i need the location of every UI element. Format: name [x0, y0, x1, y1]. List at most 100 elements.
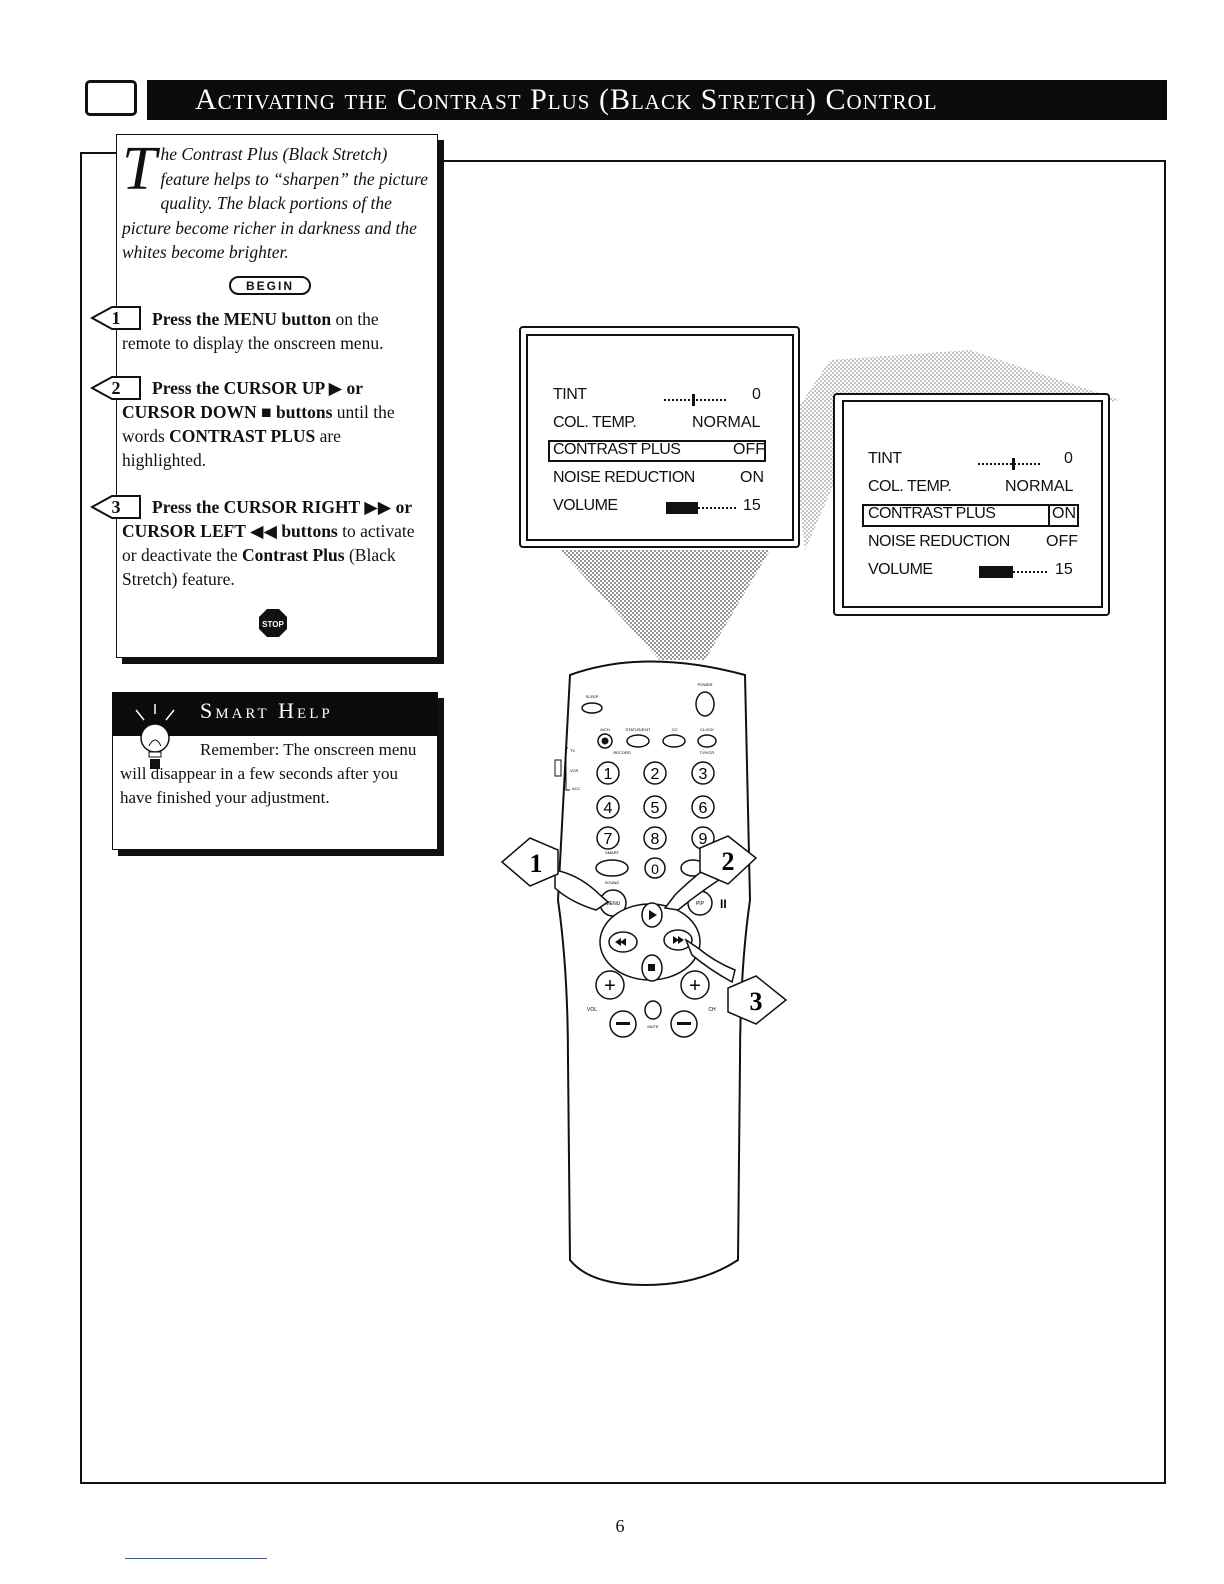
menu-after-noise-value: OFF: [1046, 533, 1078, 550]
power-button: [695, 691, 715, 717]
mute-button: [644, 1000, 662, 1020]
intro-dropcap: T: [122, 135, 157, 203]
menu-before-volume-bar: [666, 502, 738, 514]
step-3-number: 3: [111, 497, 121, 517]
ch-label: CH: [708, 1007, 716, 1013]
menu-after-tint-label: TINT: [868, 450, 902, 467]
menu-before-coltemp-label: COL. TEMP.: [553, 414, 637, 431]
step-3-rest-a: to activate or deactivate the: [122, 521, 415, 565]
vol-label: VOL: [587, 1007, 597, 1013]
menu-after-coltemp-value: NORMAL: [1005, 478, 1074, 495]
channel-up-button: [680, 970, 710, 1000]
step-2-rest-a: until the words: [122, 402, 395, 446]
menu-before-coltemp-value: NORMAL: [692, 414, 761, 431]
digit-7: 7: [604, 831, 613, 848]
digit-1: 1: [604, 766, 613, 783]
menu-after-volume-bar: [979, 566, 1049, 578]
page-number: 6: [615, 1516, 625, 1536]
menu-after-contrast-label: CONTRAST PLUS: [868, 505, 996, 522]
callout-3-icon: [727, 975, 788, 1025]
svg-text:+: +: [689, 975, 701, 997]
vcr-label: VCR: [570, 768, 579, 773]
status-button: [626, 734, 650, 748]
mute-label: MUTE: [647, 1024, 659, 1029]
remote-control-illustration: SLEEP POWER A/CH STATUS/EXIT CC CLOCK RE…: [500, 660, 788, 1287]
step-1-rest: on the remote to display the onscreen me…: [122, 309, 384, 353]
smart-label: SMART: [605, 850, 619, 855]
aon-label: A/CH: [600, 727, 610, 732]
sound-label: SOUND: [605, 880, 620, 885]
power-label: POWER: [697, 682, 712, 687]
step-2-number: 2: [111, 378, 121, 398]
menu-before-noise-label: NOISE REDUCTION: [553, 469, 695, 486]
menu-after-volume-label: VOLUME: [868, 561, 933, 578]
step-2-number-icon: 2: [89, 375, 142, 401]
record-label: RECORD: [613, 750, 630, 755]
menu-after-noise-label: NOISE REDUCTION: [868, 533, 1010, 550]
step-2-rest-b: are highlighted.: [122, 426, 341, 470]
menu-after-highlight-divider: [1048, 504, 1050, 527]
pip-label: PIP: [696, 901, 705, 907]
menu-after-volume-value: 15: [1055, 561, 1073, 578]
cc-label: CC: [672, 727, 678, 732]
callout-1-number: 1: [530, 849, 543, 878]
step-2-bold-a: Press the CURSOR UP ▶ or CURSOR DOWN ■ b…: [122, 378, 363, 422]
frame-line-top: [440, 160, 1166, 162]
callout-3-number: 3: [750, 987, 763, 1016]
digit-9: 9: [699, 831, 708, 848]
menu-before-tint-label: TINT: [553, 386, 587, 403]
menu-before-volume-label: VOLUME: [553, 497, 618, 514]
clock-button: [697, 734, 717, 748]
tv-label: TV: [570, 748, 575, 753]
menu-before-volume-value: 15: [743, 497, 761, 514]
step-2-bold-b: CONTRAST PLUS: [169, 426, 316, 446]
status-label: STATUS/EXIT: [625, 727, 651, 732]
step-3-rest-b: (Black Stretch) feature.: [122, 545, 396, 589]
step-1-bold: Press the MENU button: [152, 309, 332, 329]
clock-label: CLOCK: [700, 727, 714, 732]
step-3-text: Press the CURSOR RIGHT ▶▶ or CURSOR LEFT…: [122, 495, 427, 591]
instructions-panel: [116, 134, 438, 658]
pause-mark: II: [720, 897, 727, 911]
callout-1-icon: [500, 837, 559, 887]
mode-switch: [554, 759, 562, 777]
sleep-label: SLEEP: [586, 694, 599, 699]
smart-help-title: Smart Help: [200, 698, 333, 723]
digit-4: 4: [604, 800, 613, 817]
bottom-rule: [125, 1558, 267, 1559]
menu-after-tint-value: 0: [1064, 450, 1073, 467]
smart-picture-button: [595, 859, 629, 877]
svg-text:+: +: [604, 975, 616, 997]
intro-text: he Contrast Plus (Black Stretch) feature…: [122, 144, 428, 262]
digit-0: 0: [651, 861, 659, 877]
page-title-text: Activating the Contrast Plus (Black Stre…: [195, 83, 938, 116]
onscreen-menu-before-screen: [526, 334, 794, 541]
menu-after-tint-slider: [978, 458, 1040, 470]
step-3-bold-a: Press the CURSOR RIGHT ▶▶ or CURSOR LEFT…: [122, 497, 412, 541]
section-icon: [85, 80, 137, 116]
menu-before-tint-value: 0: [752, 386, 761, 403]
digit-3: 3: [699, 766, 708, 783]
frame-line-right: [1164, 160, 1166, 1484]
menu-before-noise-value: ON: [740, 469, 764, 486]
step-2-text: Press the CURSOR UP ▶ or CURSOR DOWN ■ b…: [122, 376, 427, 472]
menu-before-contrast-value: OFF: [733, 441, 765, 458]
frame-line-top-left: [80, 152, 118, 154]
page-title: Activating the Contrast Plus (Black Stre…: [147, 80, 1167, 120]
digit-6: 6: [699, 800, 708, 817]
volume-up-button: [595, 970, 625, 1000]
menu-before-highlight: [548, 440, 766, 462]
sleep-button: [581, 702, 603, 714]
cc-button: [662, 734, 686, 748]
frame-line-bottom: [80, 1482, 1166, 1484]
step-1-number-icon: 1: [89, 305, 142, 331]
smart-help-text: Remember: The onscreen menu will disappe…: [120, 740, 417, 807]
tvvcr-label: TV/VCR: [700, 750, 715, 755]
stop-sign-label: STOP: [262, 620, 284, 629]
menu-after-highlight: [862, 504, 1079, 527]
digit-5: 5: [651, 800, 660, 817]
menu-label: MENU: [606, 901, 621, 907]
menu-before-contrast-label: CONTRAST PLUS: [553, 441, 681, 458]
digit-2: 2: [651, 766, 660, 783]
